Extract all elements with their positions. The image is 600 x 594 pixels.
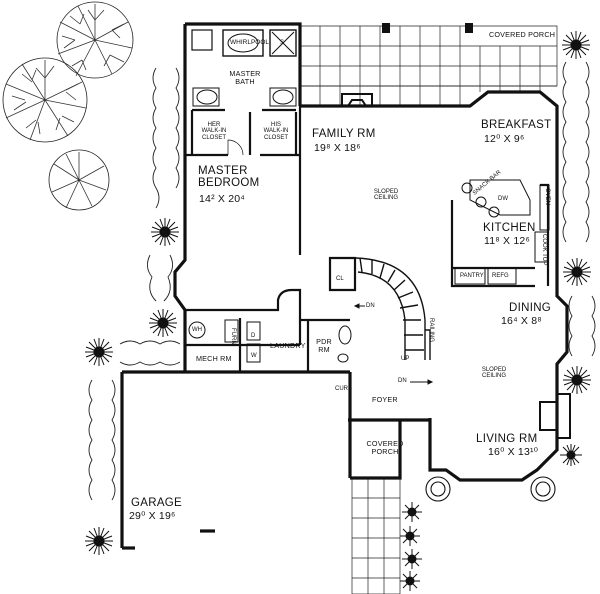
garage-dim: 29⁰ x 19⁶ [129, 510, 176, 522]
dn-label: DN [366, 303, 375, 309]
his-closet-line-2: WALK-IN [263, 128, 289, 135]
her-closet-line-2: WALK-IN [201, 128, 227, 135]
dining-dim: 16⁴ x 8⁸ [501, 315, 542, 327]
up-label: UP [401, 356, 410, 362]
sloped-ceiling-living-line-1: SLOPED [481, 367, 507, 373]
master-bath-line-2: BATH [235, 76, 255, 86]
mech-rm-label: MECH RM [196, 354, 232, 363]
dining-label: DINING [509, 302, 552, 314]
fireplace-family [341, 23, 473, 107]
front-walk-grid [351, 477, 401, 594]
cook-top-label: COOK TOP [541, 234, 547, 266]
her-closet-line-3: CLOSET [201, 134, 226, 141]
master-bedroom-line-2: BEDROOM [198, 177, 260, 190]
sloped-ceiling-living-line-2: CEILING [481, 373, 506, 380]
fireplace-living [539, 393, 571, 439]
covered-porch-front-line-1: COVERED [366, 439, 404, 448]
oven-label: OVEN [544, 188, 550, 206]
refg-label: REFG [492, 273, 509, 279]
her-closet-line-1: HER [207, 122, 221, 128]
trees-top-left [2, 1, 134, 211]
his-closet-line-1: HIS [270, 122, 281, 128]
breakfast-label: BREAKFAST [481, 119, 552, 131]
fixtures [188, 31, 550, 363]
shrubs-right [562, 61, 596, 357]
exterior-walls [120, 22, 569, 550]
curb-label: CURB [335, 386, 353, 392]
spiral-stair [354, 257, 431, 360]
dn-label-lower: DN [398, 378, 407, 384]
sloped-ceiling-family-line-1: SLOPED [373, 189, 399, 195]
garage-label: GARAGE [131, 497, 183, 509]
sloped-ceiling-living: SLOPED CEILING [474, 367, 514, 380]
laundry-label: LAUNDRY [270, 341, 306, 350]
pdr-rm-line-2: RM [318, 344, 330, 354]
pantry-label: PANTRY [460, 273, 484, 279]
whirlpool-label: WHIRLPOOL [230, 39, 270, 46]
stair-arrows [353, 303, 434, 385]
furn-label: FURN [230, 328, 236, 345]
shrubs-left [88, 67, 181, 501]
her-closet-label: HER WALK-IN CLOSET [196, 122, 232, 141]
master-bedroom-label: MASTER BEDROOM [198, 165, 260, 189]
sloped-ceiling-family: SLOPED CEILING [366, 189, 406, 202]
kitchen-dim: 11⁸ x 12⁶ [484, 235, 530, 247]
kitchen-label: KITCHEN [483, 222, 536, 234]
his-closet-label: HIS WALK-IN CLOSET [258, 122, 294, 141]
covered-porch-front-line-2: PORCH [371, 446, 399, 456]
living-rm-label: LIVING RM [476, 433, 538, 445]
family-rm-dim: 19⁸ x 18⁶ [314, 142, 361, 154]
spiky-bushes [85, 31, 591, 591]
living-rm-dim: 16⁰ x 13¹⁰ [488, 446, 539, 458]
master-bath-line-1: MASTER [229, 69, 261, 78]
dw-label: DW [498, 196, 508, 202]
railing-label: RAILING [428, 318, 434, 343]
sloped-ceiling-family-line-2: CEILING [373, 195, 398, 202]
family-rm-label: FAMILY RM [312, 128, 376, 140]
master-bedroom-dim: 14² x 20⁴ [199, 193, 246, 205]
planters-front [425, 476, 556, 502]
master-bedroom-line-1: MASTER [198, 165, 248, 177]
covered-porch-front-label: COVERED PORCH [362, 440, 408, 455]
w-label: W [251, 353, 257, 359]
shower-label: S [280, 40, 285, 46]
pdr-rm-line-1: PDR [316, 337, 332, 346]
foyer-label: FOYER [372, 395, 398, 404]
covered-porch-top-label: COVERED PORCH [489, 30, 556, 39]
pdr-rm-label: PDR RM [312, 338, 336, 353]
master-bath-label: MASTER BATH [222, 70, 268, 85]
closet-cl-label: CL [336, 276, 344, 282]
d-label: D [251, 333, 256, 339]
door-swings [227, 139, 351, 430]
breakfast-dim: 12⁰ x 9⁶ [484, 133, 525, 145]
wh-label: WH [192, 327, 202, 333]
his-closet-line-3: CLOSET [263, 134, 288, 141]
interior-walls [185, 29, 550, 372]
